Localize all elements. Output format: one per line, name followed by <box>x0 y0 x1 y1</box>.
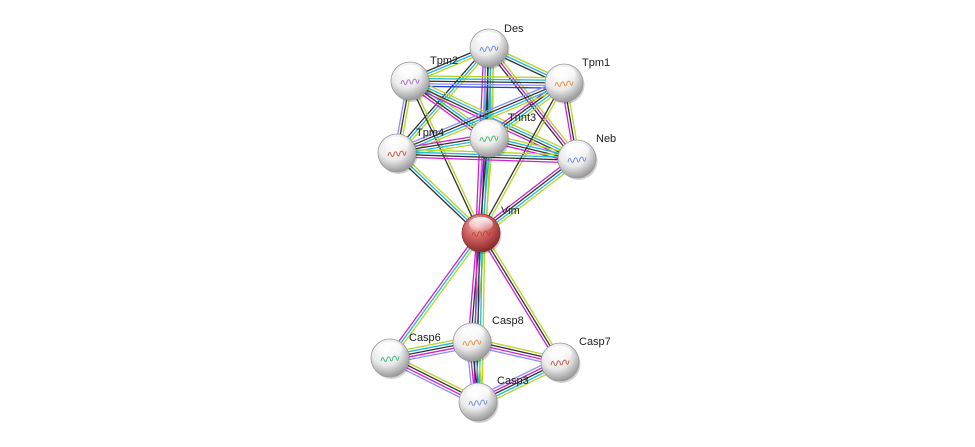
edge-evidence-experiments <box>396 156 577 164</box>
node-tpm1[interactable]: Tpm1 <box>544 57 610 104</box>
edge-tpm2-tpm1[interactable] <box>409 75 565 89</box>
edge-evidence-experiments <box>478 155 576 231</box>
node-label: Des <box>504 23 524 35</box>
node-tpm2[interactable]: Tpm2 <box>390 55 458 102</box>
node-casp6[interactable]: Casp6 <box>370 332 441 379</box>
node-highlight <box>548 346 572 360</box>
edge-evidence-textmining <box>482 161 580 237</box>
protein-structure-icon <box>400 78 420 86</box>
node-label: Tnnt3 <box>508 112 536 124</box>
edge-neb-vim[interactable] <box>478 155 580 237</box>
node-label: Vim <box>501 205 520 217</box>
edge-evidence-databases <box>481 159 579 235</box>
node-highlight <box>477 122 501 136</box>
edge-evidence-databases <box>397 83 565 155</box>
edge-evidence-databases <box>410 79 578 159</box>
edge-evidence-coexpression <box>479 82 564 233</box>
protein-structure-icon <box>550 359 570 367</box>
node-highlight <box>466 386 490 400</box>
node-neb[interactable]: Neb <box>557 133 616 180</box>
node-label: Tpm4 <box>416 127 444 139</box>
protein-structure-icon <box>479 135 499 143</box>
edge-evidence-databases <box>410 77 565 82</box>
protein-structure-icon <box>380 355 400 363</box>
edge-evidence-textmining <box>398 150 484 232</box>
edge-evidence-textmining <box>391 234 484 360</box>
edge-evidence-coexpression <box>408 81 481 234</box>
node-tpm4[interactable]: Tpm4 <box>377 127 444 174</box>
edge-evidence-coexpression <box>396 81 564 153</box>
edge-evidence-homology <box>409 82 564 87</box>
node-highlight <box>477 32 501 46</box>
edge-evidence-coexpression <box>396 153 577 161</box>
edge-vim-casp6[interactable] <box>387 231 484 360</box>
edge-evidence-databases <box>389 232 482 359</box>
edge-evidence-experiments <box>387 231 480 357</box>
node-highlight <box>552 67 576 81</box>
node-label: Neb <box>596 133 616 145</box>
edge-evidence-cooccurrence <box>409 85 564 89</box>
node-casp8[interactable]: Casp8 <box>452 315 524 363</box>
protein-structure-icon <box>387 150 407 158</box>
node-label: Casp8 <box>492 315 524 327</box>
edge-evidence-textmining <box>481 233 486 403</box>
edge-evidence-coexpression <box>480 232 561 363</box>
node-label: Tpm1 <box>582 57 610 69</box>
edge-evidence-coexpression <box>394 154 480 236</box>
protein-structure-icon <box>554 80 574 88</box>
node-des[interactable]: Des <box>469 23 524 69</box>
edge-vim-casp7[interactable] <box>478 231 563 364</box>
edge-evidence-coexpression <box>479 157 577 233</box>
node-highlight <box>398 65 422 79</box>
node-label: Casp6 <box>409 332 441 344</box>
edge-evidence-homology <box>395 78 563 151</box>
node-casp3[interactable]: Casp3 <box>458 375 529 423</box>
protein-structure-icon <box>468 399 488 407</box>
node-label: Tpm2 <box>430 55 458 67</box>
node-tnnt3[interactable]: Tnnt3 <box>469 112 536 159</box>
protein-structure-icon <box>471 230 491 238</box>
edge-evidence-coexpression <box>409 80 565 84</box>
edge-layer <box>387 45 581 408</box>
node-label: Casp7 <box>579 336 611 348</box>
edge-evidence-experiments <box>478 234 559 364</box>
node-highlight <box>460 326 484 340</box>
node-casp7[interactable]: Casp7 <box>540 336 611 383</box>
protein-structure-icon <box>567 156 587 164</box>
node-highlight <box>469 217 493 231</box>
node-highlight <box>385 137 409 151</box>
node-vim[interactable]: Vim <box>461 205 520 254</box>
edge-evidence-textmining <box>410 75 565 79</box>
node-label: Casp3 <box>497 375 529 387</box>
edge-evidence-textmining <box>482 231 563 361</box>
protein-structure-icon <box>462 339 482 347</box>
protein-structure-icon <box>479 45 499 53</box>
node-highlight <box>378 342 402 356</box>
node-highlight <box>565 143 589 157</box>
